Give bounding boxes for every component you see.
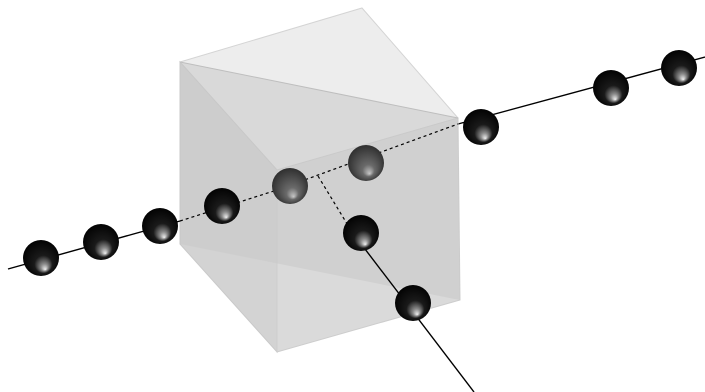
transmitted-photon-2 (593, 70, 629, 106)
splitter-plane (180, 62, 460, 300)
inside-photon-2 (348, 145, 384, 181)
input-photon-1 (23, 240, 59, 276)
transmitted-photon-3 (661, 50, 697, 86)
cube-edge-top (179, 61, 459, 119)
photons (23, 50, 697, 321)
input-photon-3 (142, 208, 178, 244)
transmitted-photon-1 (463, 109, 499, 145)
reflected-photon-2 (395, 285, 431, 321)
input-photon-2 (83, 224, 119, 260)
reflected-photon-1 (343, 215, 379, 251)
beam-splitter-cube (179, 7, 461, 354)
inside-photon-1 (272, 168, 308, 204)
input-photon-4 (204, 188, 240, 224)
